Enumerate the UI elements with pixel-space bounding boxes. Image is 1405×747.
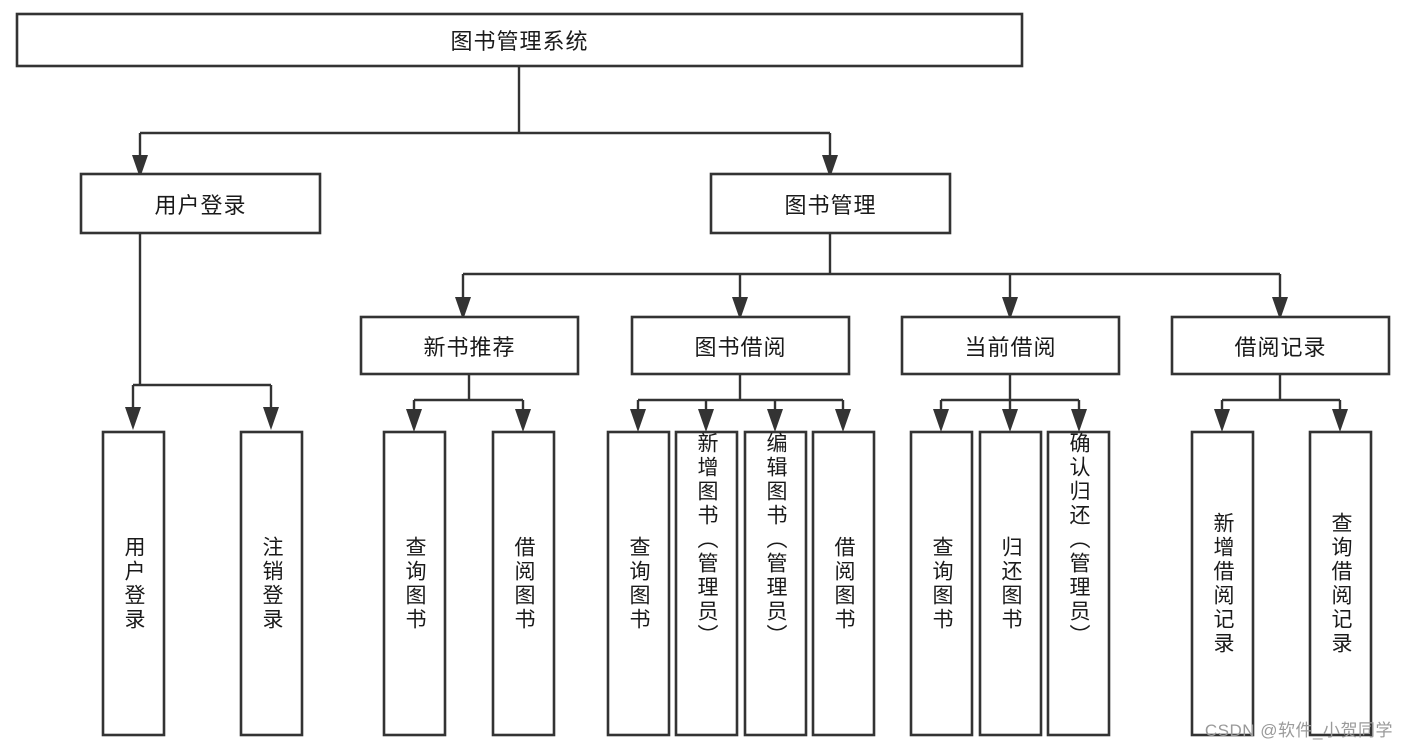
node-box-book-borrow[interactable] xyxy=(630,315,851,376)
node-box-user-login[interactable] xyxy=(79,172,322,235)
node-box-leaf-query-book-3[interactable] xyxy=(909,430,974,737)
arrow-head-to-book-borrow xyxy=(732,297,748,320)
arrow-head-leaf-user-login xyxy=(125,407,141,430)
arrow-head-to-user-login xyxy=(132,155,148,178)
node-box-leaf-logout-login[interactable] xyxy=(239,430,304,737)
node-box-leaf-edit-book[interactable] xyxy=(743,430,808,737)
arrow-head-leaf-return-book xyxy=(1002,409,1018,432)
node-box-leaf-return-book[interactable] xyxy=(978,430,1043,737)
arrow-head-leaf-edit-book xyxy=(767,409,783,432)
arrow-head-to-current-borrow xyxy=(1002,297,1018,320)
arrow-head-leaf-query-record xyxy=(1332,409,1348,432)
node-box-leaf-add-book[interactable] xyxy=(674,430,739,737)
arrow-head-leaf-confirm-return xyxy=(1071,409,1087,432)
arrow-head-leaf-query-book-3 xyxy=(933,409,949,432)
connector-borrow-record-to-leaves xyxy=(1220,374,1342,412)
connector-book-borrow-to-leaves xyxy=(636,374,845,412)
csdn-watermark: CSDN @软件_小贺同学 xyxy=(1204,721,1393,740)
node-box-new-book-recommend[interactable] xyxy=(359,315,580,376)
node-layer xyxy=(15,12,1391,737)
node-box-leaf-query-record[interactable] xyxy=(1308,430,1373,737)
node-box-leaf-query-book-1[interactable] xyxy=(382,430,447,737)
arrow-head-to-new-book-recommend xyxy=(455,297,471,320)
arrow-head-leaf-query-book-2 xyxy=(630,409,646,432)
connector-user-login-to-leaves xyxy=(131,233,273,410)
node-box-leaf-query-book-2[interactable] xyxy=(606,430,671,737)
arrow-head-to-book-manage xyxy=(822,155,838,178)
arrow-head-leaf-add-record xyxy=(1214,409,1230,432)
node-box-book-manage[interactable] xyxy=(709,172,952,235)
node-box-borrow-record[interactable] xyxy=(1170,315,1391,376)
node-box-leaf-borrow-book-2[interactable] xyxy=(811,430,876,737)
connector-current-borrow-to-leaves xyxy=(939,374,1081,412)
connector-book-manage-to-level3-bus xyxy=(461,233,1282,300)
node-box-leaf-borrow-book-1[interactable] xyxy=(491,430,556,737)
connector-new-book-recommend-to-leaves xyxy=(412,374,525,412)
arrow-head-leaf-add-book xyxy=(698,409,714,432)
node-box-current-borrow[interactable] xyxy=(900,315,1121,376)
node-box-leaf-add-record[interactable] xyxy=(1190,430,1255,737)
node-box-root[interactable] xyxy=(15,12,1024,68)
node-box-leaf-confirm-return[interactable] xyxy=(1046,430,1111,737)
connector-layer xyxy=(125,66,1348,432)
arrow-head-leaf-logout-login xyxy=(263,407,279,430)
node-box-leaf-user-login[interactable] xyxy=(101,430,166,737)
arrow-head-leaf-borrow-book-1 xyxy=(515,409,531,432)
connector-root-to-level2-bus xyxy=(138,66,832,158)
arrow-head-leaf-borrow-book-2 xyxy=(835,409,851,432)
arrow-head-to-borrow-record xyxy=(1272,297,1288,320)
arrow-head-leaf-query-book-1 xyxy=(406,409,422,432)
